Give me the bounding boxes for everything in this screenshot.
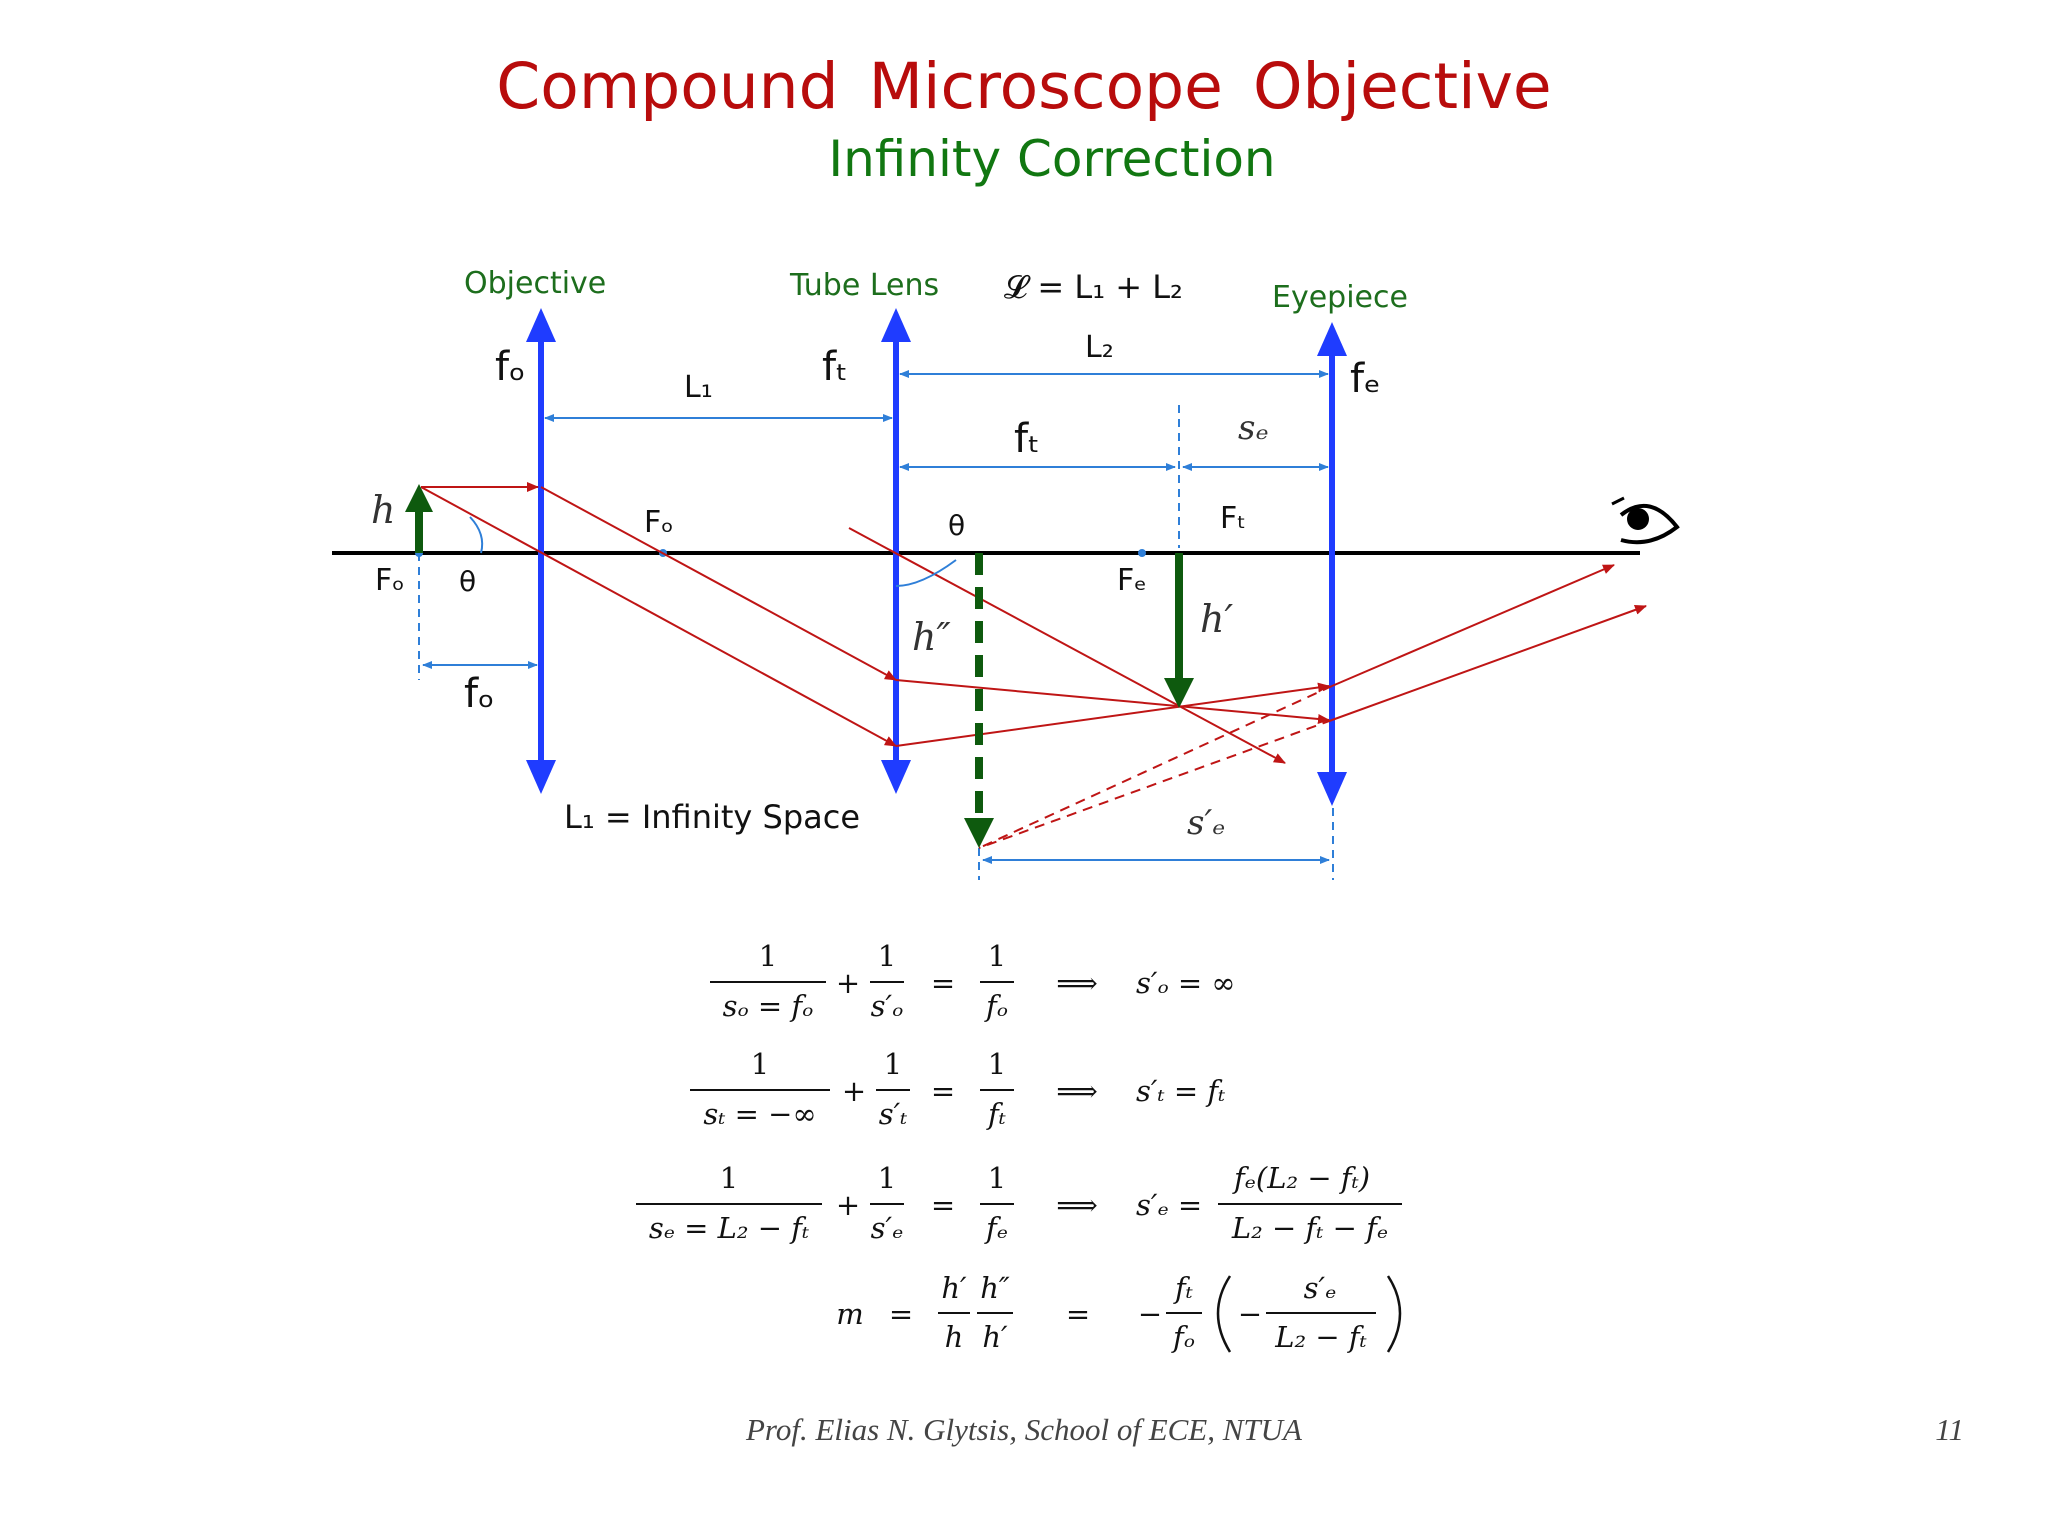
page-number: 11 [1935, 1412, 1964, 1447]
svg-text:1: 1 [988, 1161, 1006, 1195]
objective-label: Objective [464, 266, 606, 301]
label-fe-top: fₑ [1350, 356, 1381, 402]
svg-text:s′ₑ: s′ₑ [1304, 1271, 1337, 1305]
svg-text:h′: h′ [941, 1271, 967, 1305]
svg-text:L₂ − fₜ − fₑ: L₂ − fₜ − fₑ [1231, 1211, 1388, 1245]
svg-text:1: 1 [759, 939, 777, 973]
svg-text:1: 1 [884, 1047, 902, 1081]
label-L1: L₁ [684, 370, 713, 405]
focal-point-Fe [1138, 549, 1146, 557]
svg-text:1: 1 [878, 939, 896, 973]
svg-text:L₂ − fₜ: L₂ − fₜ [1274, 1320, 1367, 1354]
svg-text:1: 1 [988, 1047, 1006, 1081]
svg-text:1: 1 [988, 939, 1006, 973]
svg-text:s′ₜ: s′ₜ [879, 1097, 908, 1131]
svg-text:+: + [836, 966, 860, 1000]
svg-text:s′ₑ: s′ₑ [871, 1211, 904, 1245]
svg-text:sₜ = −∞: sₜ = −∞ [703, 1097, 816, 1131]
svg-text:sₑ = L₂ − fₜ: sₑ = L₂ − fₜ [649, 1211, 809, 1245]
svg-text:fₜ: fₜ [986, 1097, 1006, 1131]
svg-text:fₜ: fₜ [1173, 1271, 1193, 1305]
label-ft-mid: fₜ [1014, 416, 1040, 462]
label-h: h [371, 488, 395, 532]
svg-text:h: h [945, 1320, 964, 1354]
theta-arc-object [469, 516, 484, 554]
label-Fo-right: Fₒ [644, 505, 674, 540]
svg-text:−: − [1138, 1297, 1162, 1331]
label-Ft: Fₜ [1220, 501, 1246, 536]
label-fo-top: fₒ [495, 344, 526, 390]
label-Fe: Fₑ [1117, 563, 1147, 598]
svg-text:s′ₒ: s′ₒ [871, 989, 904, 1023]
svg-text:⟹: ⟹ [1056, 966, 1098, 1000]
svg-text:sₒ = fₒ: sₒ = fₒ [723, 989, 814, 1023]
slide-title: Compound Microscope Objective [496, 50, 1552, 123]
svg-text:1: 1 [720, 1161, 738, 1195]
label-theta-object: θ [459, 565, 476, 598]
svg-text:−: − [1238, 1297, 1262, 1331]
svg-text:fₑ(L₂ − fₜ): fₑ(L₂ − fₜ) [1232, 1161, 1370, 1195]
label-theta-tube: θ [948, 509, 965, 542]
label-Fo-left: Fₒ [375, 563, 405, 598]
length-relation-label: 𝓛 = L₁ + L₂ [1004, 268, 1183, 306]
equation-row-3: 1 sₑ = L₂ − fₜ + 1 s′ₑ = 1 fₑ ⟹ s′ₑ = fₑ… [636, 1161, 1402, 1245]
label-fo-bottom: fₒ [464, 671, 495, 717]
svg-text:=: = [931, 966, 955, 1000]
svg-text:fₑ: fₑ [984, 1211, 1008, 1245]
tube-lens-label: Tube Lens [789, 268, 939, 303]
svg-text:fₒ: fₒ [1171, 1320, 1195, 1354]
svg-text:m: m [836, 1297, 864, 1331]
svg-text:fₒ: fₒ [984, 989, 1008, 1023]
label-se: sₑ [1238, 408, 1269, 448]
tube-lens [881, 308, 911, 794]
svg-text:⟹: ⟹ [1056, 1188, 1098, 1222]
eye-icon [1611, 496, 1680, 545]
intermediate-image-arrow-h-prime [1164, 553, 1194, 708]
equation-row-1: 1 sₒ = fₒ + 1 s′ₒ = 1 fₒ ⟹ s′ₒ = ∞ [710, 939, 1236, 1023]
svg-text:=: = [1066, 1297, 1090, 1331]
svg-text:⟹: ⟹ [1056, 1074, 1098, 1108]
svg-text:1: 1 [878, 1161, 896, 1195]
magnification-equation: m = h′ h h″ h′ = − fₜ fₒ − s′ₑ L₂ − fₜ [836, 1271, 1402, 1354]
svg-text:s′ₒ = ∞: s′ₒ = ∞ [1136, 966, 1236, 1000]
svg-text:=: = [931, 1188, 955, 1222]
theta-arc-tube [895, 559, 957, 587]
equation-row-2: 1 sₜ = −∞ + 1 s′ₜ = 1 fₜ ⟹ s′ₜ = fₜ [690, 1047, 1225, 1131]
infinity-space-label: L₁ = Infinity Space [564, 798, 860, 836]
svg-text:h′: h′ [982, 1320, 1008, 1354]
svg-text:s′ₑ =: s′ₑ = [1136, 1188, 1202, 1222]
label-ft-top: fₜ [822, 344, 848, 390]
label-L2: L₂ [1085, 330, 1114, 365]
svg-text:h″: h″ [980, 1271, 1010, 1305]
footer-credit: Prof. Elias N. Glytsis, School of ECE, N… [745, 1412, 1302, 1447]
svg-text:=: = [931, 1074, 955, 1108]
slide-subtitle: Infinity Correction [828, 130, 1276, 188]
svg-text:=: = [889, 1297, 913, 1331]
virtual-image-arrow-h-double-prime [964, 553, 994, 848]
svg-text:1: 1 [751, 1047, 769, 1081]
svg-text:+: + [842, 1074, 866, 1108]
eyepiece-label: Eyepiece [1272, 280, 1408, 315]
label-h-prime: h′ [1200, 597, 1233, 641]
eyepiece-lens [1317, 322, 1347, 806]
object-arrow-h [405, 484, 433, 553]
svg-text:s′ₜ = fₜ: s′ₜ = fₜ [1136, 1074, 1225, 1108]
label-h-double-prime: h″ [912, 615, 951, 659]
svg-text:+: + [836, 1188, 860, 1222]
label-se-prime: s′ₑ [1187, 803, 1225, 843]
rays [420, 482, 1647, 849]
